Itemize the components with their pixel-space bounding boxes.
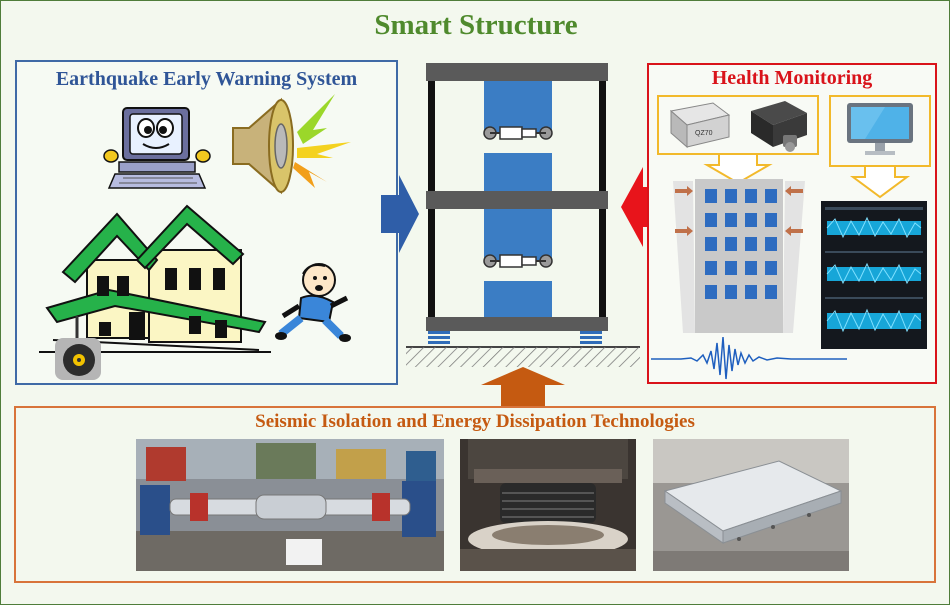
early-warning-title: Earthquake Early Warning System: [55, 68, 358, 90]
house-icon: [39, 204, 271, 353]
monitoring-dashboard: [821, 201, 927, 349]
industrial-sensor-icon: [751, 101, 807, 152]
health-monitoring-panel: Health Monitoring QZ70: [647, 63, 937, 384]
structure-frame: [406, 63, 640, 367]
blue-arrow-icon: [381, 175, 419, 253]
monitor-icon: [847, 103, 913, 155]
early-warning-panel: Earthquake Early Warning System: [15, 60, 398, 385]
building-icon: [673, 179, 805, 333]
isolation-title: Seismic Isolation and Energy Dissipation…: [255, 411, 695, 432]
steel-plate-photo: [653, 439, 849, 571]
sensor-label: QZ70: [695, 130, 713, 137]
seismic-wave: [651, 336, 847, 380]
damper-test-photo: [136, 439, 444, 571]
health-monitoring-title: Health Monitoring: [711, 67, 873, 89]
computer-icon: [103, 107, 211, 189]
diagram-title: Smart Structure: [374, 9, 578, 41]
seismometer-icon: [55, 316, 101, 380]
loudspeaker-icon: [232, 94, 351, 195]
monitor-frame: [829, 95, 931, 199]
running-person-icon: [275, 263, 351, 342]
accelerometer-sensor-icon: QZ70: [669, 102, 731, 149]
isolation-panel: Seismic Isolation and Energy Dissipation…: [14, 406, 936, 583]
orange-arrow-icon: [481, 367, 565, 407]
bearing-press-photo: [460, 439, 636, 571]
